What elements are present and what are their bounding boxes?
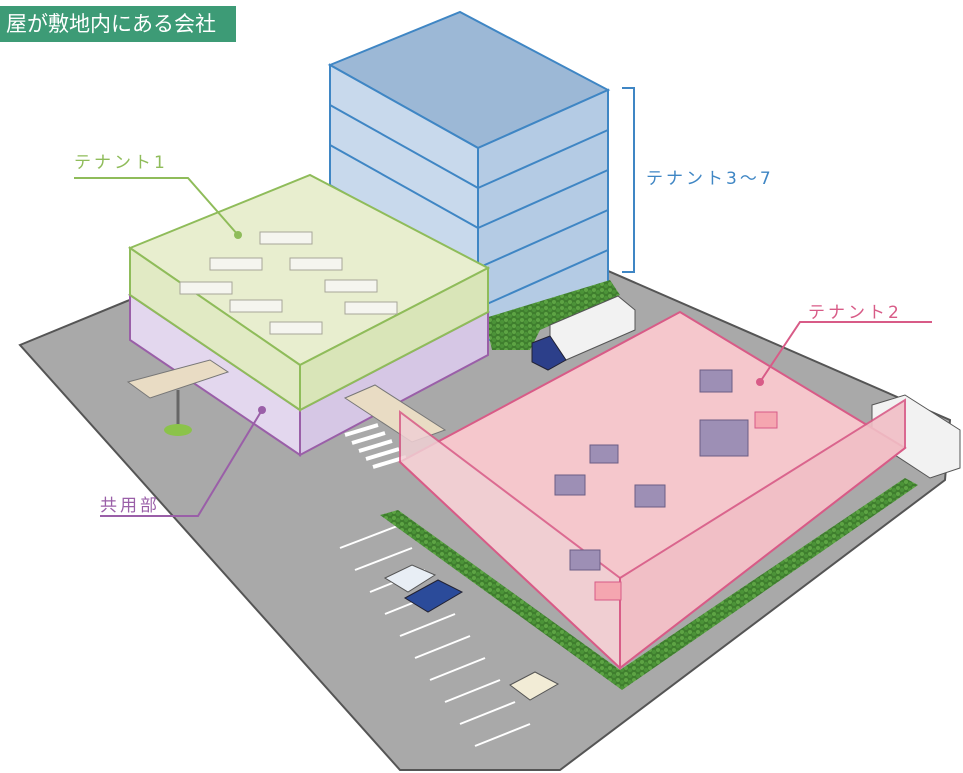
tenant2-label: テナント2 [808, 303, 902, 323]
tenant1-floor [127, 173, 491, 412]
tenant1-label: テナント1 [74, 153, 168, 173]
tenant2-leader [759, 321, 932, 383]
canopy-left [126, 359, 230, 399]
car-2 [403, 579, 464, 613]
tenant1-leader [74, 177, 239, 236]
car-1 [383, 564, 437, 593]
tenant3-7-bracket [622, 87, 635, 273]
tenant3-7-label: テナント3～7 [646, 169, 774, 189]
truck-1 [531, 295, 636, 371]
hedge-tenant2 [380, 478, 918, 690]
hedge-left [485, 280, 620, 350]
page-title: 屋が敷地内にある会社 [0, 6, 236, 42]
crosswalk [344, 423, 407, 469]
tenant2-building [398, 310, 907, 671]
common-leader [100, 409, 263, 517]
common-area-label: 共用部 [100, 496, 160, 516]
car-3 [509, 671, 560, 701]
